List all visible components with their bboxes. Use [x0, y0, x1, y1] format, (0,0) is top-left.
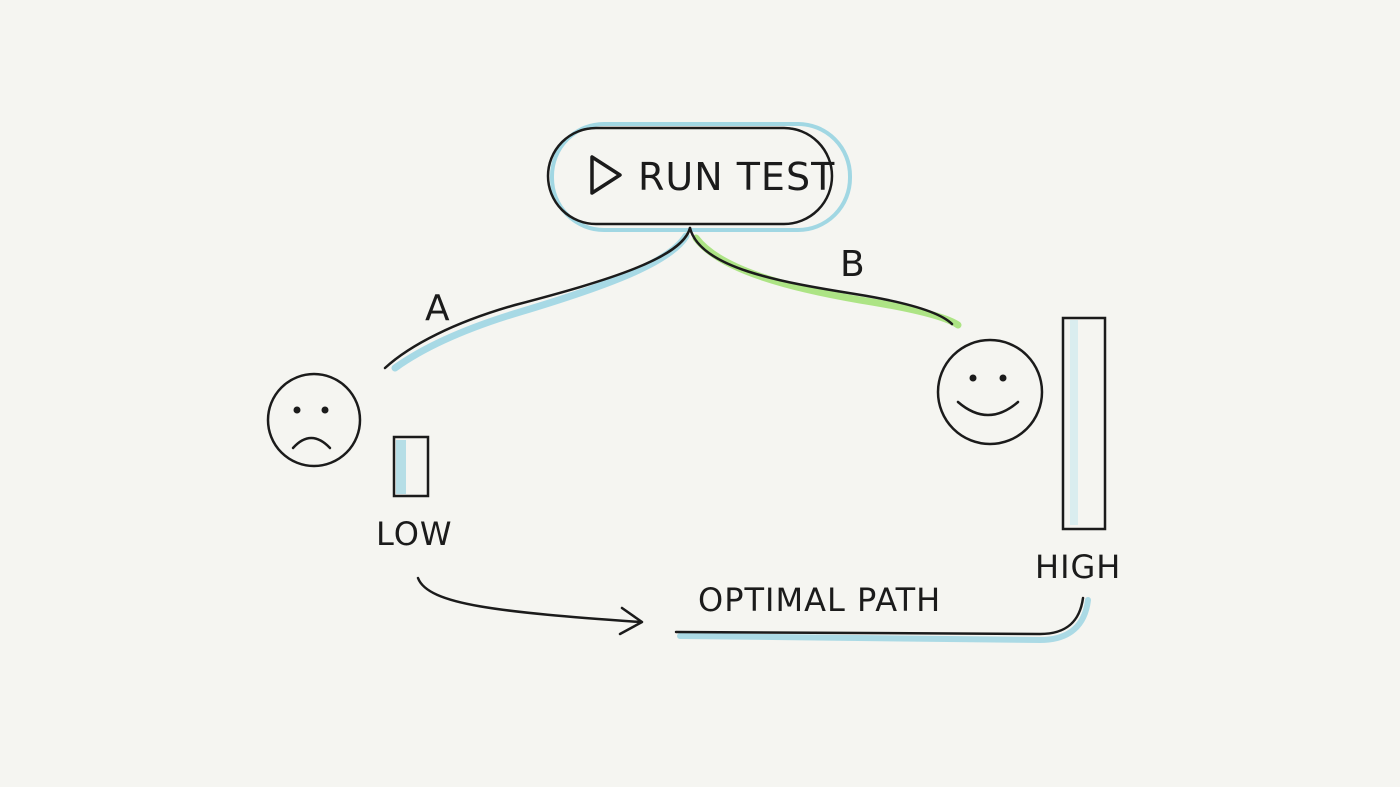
- branch-a-highlight: [391, 232, 690, 372]
- optimal-path-highlight: [677, 597, 1091, 644]
- optimal-path-underline: [674, 596, 1085, 636]
- branch-b-highlight: [692, 234, 962, 329]
- low-outcome: LOW: [266, 372, 453, 553]
- low-label: LOW: [376, 515, 453, 553]
- high-level-bar-tint: [1070, 320, 1078, 525]
- sad-face-icon: [266, 372, 362, 468]
- low-level-bar: [392, 435, 430, 498]
- low-level-bar-tint: [396, 440, 406, 494]
- play-icon: [590, 155, 622, 195]
- run-test-button[interactable]: RUN TEST: [546, 122, 852, 232]
- happy-face-icon: [936, 338, 1044, 446]
- branch-b: B: [688, 226, 962, 329]
- branch-b-line: [688, 226, 954, 326]
- optimal-path-label: OPTIMAL PATH: [698, 581, 941, 619]
- arrow-head-icon: [618, 606, 644, 636]
- run-test-button-outline: [546, 126, 834, 226]
- optimal-path-arrow-line: [416, 576, 642, 624]
- branch-a: A: [383, 226, 692, 372]
- run-test-label: RUN TEST: [638, 155, 835, 199]
- high-level-bar: [1061, 316, 1107, 531]
- branch-a-line: [383, 226, 692, 370]
- optimal-path: OPTIMAL PATH: [416, 576, 1091, 644]
- branch-b-label: B: [840, 244, 866, 285]
- high-outcome: HIGH: [936, 316, 1121, 586]
- branch-a-label: A: [425, 288, 451, 329]
- high-label: HIGH: [1035, 548, 1121, 586]
- run-test-button-highlight: [550, 122, 852, 232]
